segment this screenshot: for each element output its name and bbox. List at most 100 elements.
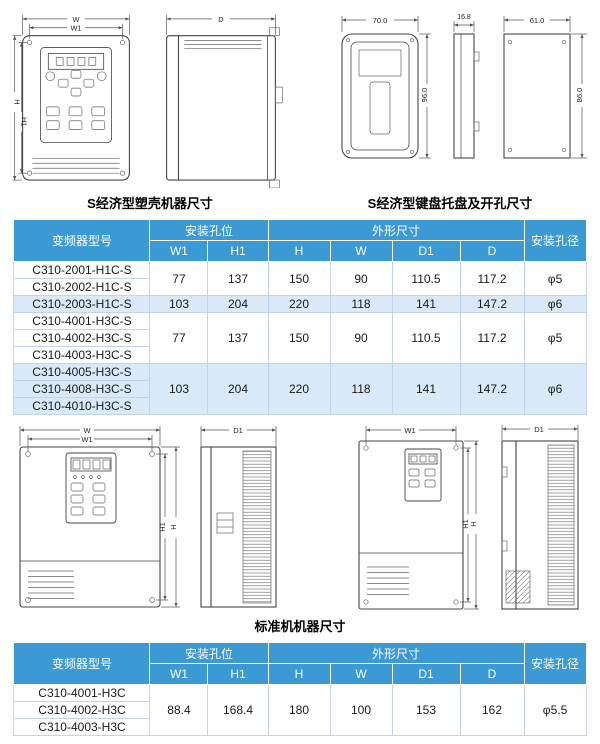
dim-label-keypad-width: 70.0	[373, 16, 388, 25]
model-cell: C310-2002-H1C-S	[13, 278, 151, 296]
dim-label-d1: D1	[534, 425, 544, 434]
manual-page: W W1 H H1	[0, 8, 600, 744]
table-row: C310-2003-H1C-S 103 204 220 118 141 147.…	[13, 295, 587, 313]
hole-dia-cell: φ5	[523, 261, 587, 296]
table-row: C310-4003-H3C-S	[13, 346, 586, 364]
header-outline-dims: 外形尺寸	[267, 219, 525, 241]
dim-cell-d1: 141	[391, 295, 461, 313]
table-row: C310-2001-H1C-S 77 137 150 90 110.5 117.…	[13, 261, 587, 296]
model-cell: C310-4003-H3C	[13, 718, 151, 736]
table-row: C310-4001-H3C-S 77 137 150 90 110.5 117.…	[13, 312, 587, 364]
header-w: W	[329, 663, 393, 685]
header-hole-diameter: 安装孔径	[523, 219, 587, 262]
dim-label-h: H	[169, 524, 178, 529]
drawing-large-side-view: D1	[501, 425, 579, 610]
dim-cell-w1: 103	[149, 295, 209, 313]
header-h1: H1	[207, 663, 269, 685]
model-cell: C310-4003-H3C-S	[13, 346, 151, 364]
table-row: C310-4010-H3C-S	[13, 397, 586, 415]
table-row: C310-2002-H1C-S	[13, 278, 586, 296]
drawing-s-type-side-view: D	[166, 15, 283, 188]
dim-cell-h: 220	[267, 363, 331, 415]
dim-label-d1: D1	[233, 426, 243, 435]
dim-label-h: H	[469, 521, 478, 526]
drawing-standard-front-view: W W1 H1 H	[19, 426, 180, 608]
dim-cell-d1: 153	[391, 684, 461, 736]
header-hole-diameter: 安装孔径	[523, 642, 587, 685]
header-w1: W1	[149, 663, 209, 685]
drawing-large-front-view: W1 H1 H	[358, 426, 479, 610]
dim-cell-d: 162	[459, 684, 525, 736]
caption-standard: 标准机机器尺寸	[254, 619, 346, 634]
dim-cell-w: 118	[329, 295, 393, 313]
header-h1: H1	[207, 240, 269, 262]
header-h: H	[267, 240, 331, 262]
drawing-keypad-front-view: 70.0 96.0	[341, 16, 431, 159]
dim-cell-d1: 110.5	[391, 312, 461, 364]
header-mounting-holes: 安装孔位	[149, 219, 269, 241]
model-cell: C310-2001-H1C-S	[13, 261, 151, 279]
hole-dia-cell: φ5	[523, 312, 587, 364]
dim-label-keypad-height: 96.0	[420, 88, 429, 103]
model-cell: C310-4008-H3C-S	[13, 380, 151, 398]
dim-label-keypad-depth: 16.8	[457, 14, 471, 21]
dim-cell-w: 90	[329, 312, 393, 364]
drawing-standard-side-view: D1	[200, 426, 277, 608]
header-outline-dims: 外形尺寸	[267, 642, 525, 664]
table-row: C310-4003-H3C	[13, 718, 586, 736]
table-row: C310-4001-H3C 88.4 168.4 180 100 153 162…	[13, 684, 587, 736]
dim-cell-d1: 110.5	[391, 261, 461, 296]
standard-drawings-row: W W1 H1 H D1	[0, 421, 600, 613]
s-type-drawings-row: W W1 H H1	[0, 8, 600, 188]
header-d: D	[459, 663, 525, 685]
header-mounting-holes: 安装孔位	[149, 642, 269, 664]
dim-label-w: W	[73, 15, 80, 24]
dim-label-cutout-width: 61.0	[530, 16, 545, 25]
drawing-panel-cutout: 61.0 86.0	[503, 16, 587, 159]
model-cell: C310-2003-H1C-S	[13, 295, 151, 313]
dim-cell-w: 90	[329, 261, 393, 296]
dim-cell-w1: 77	[149, 312, 209, 364]
dim-cell-d: 147.2	[459, 295, 525, 313]
hole-dia-cell: φ6	[523, 363, 587, 415]
captions-row: S经济型塑壳机器尺寸 S经济型键盘托盘及开孔尺寸	[0, 193, 600, 212]
header-model: 变频器型号	[13, 219, 151, 262]
hole-dia-cell: φ5.5	[523, 684, 587, 736]
header-h: H	[267, 663, 331, 685]
dim-cell-h1: 204	[207, 363, 269, 415]
dim-cell-h1: 137	[207, 312, 269, 364]
dim-cell-w1: 88.4	[149, 684, 209, 736]
table-row: C310-4002-H3C-S	[13, 329, 586, 347]
dim-cell-w: 118	[329, 363, 393, 415]
dim-cell-d1: 141	[391, 363, 461, 415]
dim-cell-w1: 103	[149, 363, 209, 415]
dim-label-d: D	[218, 15, 223, 24]
dim-label-w1: W1	[404, 426, 415, 435]
dim-cell-d: 147.2	[459, 363, 525, 415]
dim-cell-h1: 168.4	[207, 684, 269, 736]
drawing-keypad-side-view: 16.8	[453, 14, 480, 159]
dim-cell-h: 150	[267, 261, 331, 296]
header-w1: W1	[149, 240, 209, 262]
model-cell: C310-4005-H3C-S	[13, 363, 151, 381]
model-cell: C310-4001-H3C	[13, 684, 151, 702]
dim-cell-d: 117.2	[459, 261, 525, 296]
header-d1: D1	[391, 240, 461, 262]
table-row: C310-4002-H3C	[13, 701, 586, 719]
dim-cell-d: 117.2	[459, 312, 525, 364]
header-model: 变频器型号	[13, 642, 151, 685]
dim-label-w: W	[83, 426, 91, 435]
standard-dimensions-table: 变频器型号 安装孔位 外形尺寸 安装孔径 W1 H1 H W D1 D C310…	[13, 642, 587, 736]
model-cell: C310-4010-H3C-S	[13, 397, 151, 415]
s-type-dimensions-table: 变频器型号 安装孔位 外形尺寸 安装孔径 W1 H1 H W D1 D C310…	[13, 219, 587, 415]
table-row: C310-4005-H3C-S 103 204 220 118 141 147.…	[13, 363, 587, 415]
dim-cell-h1: 137	[207, 261, 269, 296]
hole-dia-cell: φ6	[523, 295, 587, 313]
dim-label-w1: W1	[81, 435, 92, 444]
dim-label-h1: H1	[158, 522, 167, 532]
dim-label-w1: W1	[70, 24, 81, 33]
header-w: W	[329, 240, 393, 262]
table-row: C310-4008-H3C-S	[13, 380, 586, 398]
dim-cell-w: 100	[329, 684, 393, 736]
model-cell: C310-4002-H3C-S	[13, 329, 151, 347]
